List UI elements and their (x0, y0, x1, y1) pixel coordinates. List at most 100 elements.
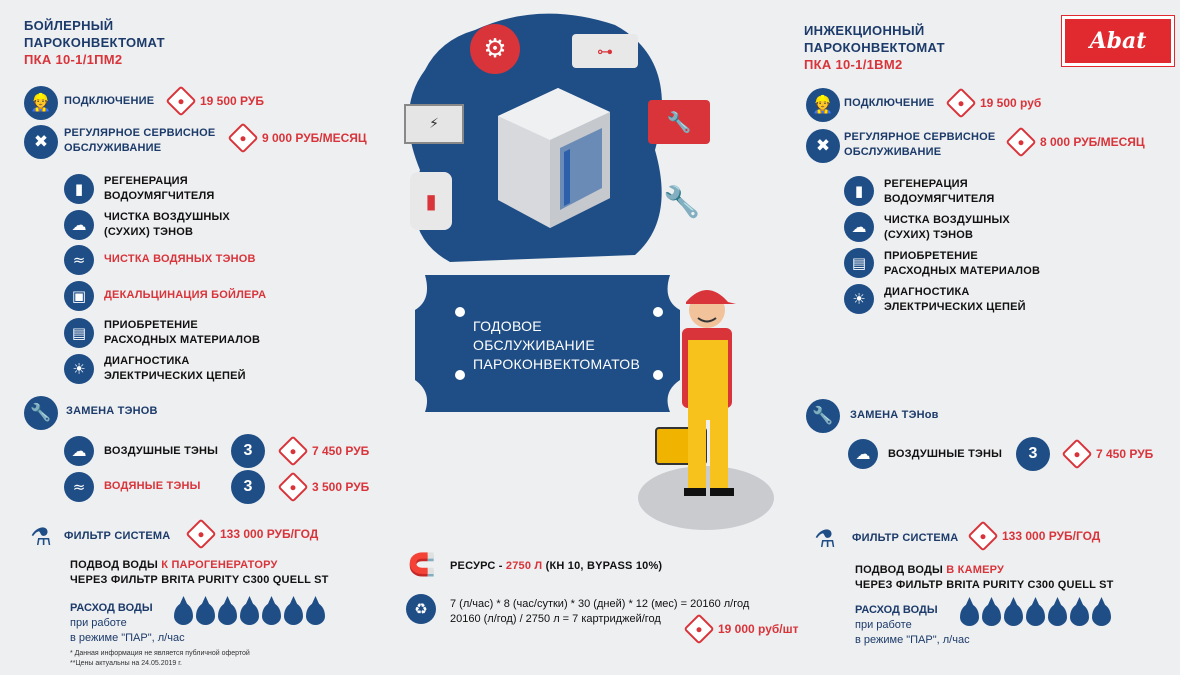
left-water-price: 3 500 РУБ (277, 471, 369, 503)
price-tag-icon (1005, 126, 1037, 158)
water-drop-icon (284, 603, 303, 625)
water-drop-icon (196, 603, 215, 625)
left-title: БОЙЛЕРНЫЙ ПАРОКОНВЕКТОМАТ ПКА 10-1/1ПМ2 (24, 18, 165, 67)
left-replace-label: ЗАМЕНА ТЭНОВ (66, 405, 158, 417)
right-filter-price: 133 000 РУБ/ГОД (967, 520, 1100, 552)
water-drop-icon (982, 604, 1001, 626)
water-drop-icon (174, 603, 193, 625)
left-flow-label: РАСХОД ВОДЫ (70, 602, 153, 614)
price-tag-icon (945, 87, 977, 119)
electric-box-icon: ⚡ (404, 104, 464, 144)
right-supply: ПОДВОД ВОДЫ В КАМЕРУ ЧЕРЕЗ ФИЛЬТР BRITA … (855, 564, 1114, 591)
recycle-drop-icon: ♻ (406, 594, 436, 624)
filter-icon: ⚗ (814, 525, 836, 553)
disclaimer: * Данная информация не является публично… (70, 650, 250, 657)
abat-logo: Abat (1061, 15, 1175, 67)
water-drop-icon (240, 603, 259, 625)
ticket-text: ГОДОВОЕ ОБСЛУЖИВАНИЕ ПАРОКОНВЕКТОМАТОВ (473, 318, 641, 372)
cloud-icon: ☁ (844, 212, 874, 242)
cartridge-price: 19 000 руб/шт (683, 613, 799, 645)
right-connection-label: ПОДКЛЮЧЕНИЕ (844, 97, 935, 109)
right-title: ИНЖЕКЦИОННЫЙ ПАРОКОНВЕКТОМАТ ПКА 10-1/1В… (804, 23, 945, 72)
calc-line-1: 7 (л/час) * 8 (час/сутки) * 30 (дней) * … (450, 598, 750, 610)
supplies-icon: ▤ (844, 248, 874, 278)
water-drop-icon (960, 604, 979, 626)
left-item-2: ЧИСТКА ВОЗДУШНЫХ(СУХИХ) ТЭНОВ (104, 211, 230, 238)
water-element-icon: ≈ (64, 245, 94, 275)
toolbox-icon: 🔧 (648, 100, 710, 144)
left-connection-price: 19 500 РУБ (165, 85, 264, 117)
cleaner-bottle-icon: ▮ (410, 172, 452, 230)
wrench-icon: 🔧 (806, 399, 840, 433)
left-water-drops (174, 603, 325, 625)
left-item-3: ЧИСТКА ВОДЯНЫХ ТЭНОВ (104, 253, 256, 265)
softener-icon: ▮ (844, 176, 874, 206)
right-water-drops (960, 604, 1111, 626)
water-drop-icon (218, 603, 237, 625)
left-water-count: 3 (231, 470, 265, 504)
price-tag-icon (1061, 438, 1093, 470)
left-supply: ПОДВОД ВОДЫ К ПАРОГЕНЕРАТОРУ ЧЕРЕЗ ФИЛЬТ… (70, 559, 329, 586)
left-air-label: ВОЗДУШНЫЕ ТЭНЫ (104, 445, 219, 457)
right-service-price: 8 000 РУБ/МЕСЯЦ (1005, 126, 1145, 158)
price-tag-icon (227, 122, 259, 154)
price-tag-icon (185, 518, 217, 550)
right-connection-price: 19 500 руб (945, 87, 1041, 119)
water-drop-icon (1070, 604, 1089, 626)
boiler-icon: ▣ (64, 281, 94, 311)
worker-icon: 👷 (806, 88, 840, 122)
ticket-shape (415, 275, 680, 412)
left-filter-price: 133 000 РУБ/ГОД (185, 518, 318, 550)
right-flow-label: РАСХОД ВОДЫ (855, 604, 938, 616)
left-service-price: 9 000 РУБ/МЕСЯЦ (227, 122, 367, 154)
repairman-illustration (638, 290, 774, 530)
water-drop-icon (1092, 604, 1111, 626)
left-air-count: 3 (231, 434, 265, 468)
resource-line: РЕСУРС - 2750 Л (КН 10, BYPASS 10%) (450, 560, 663, 572)
gear-icon: ⚙ (470, 24, 520, 74)
left-water-label: ВОДЯНЫЕ ТЭНЫ (104, 480, 201, 492)
lightbulb-icon: ☀ (64, 354, 94, 384)
price-tag-icon (277, 435, 309, 467)
price-date-note: **Цены актуальны на 24.05.2019 г. (70, 660, 182, 667)
left-filter-label: ФИЛЬТР СИСТЕМА (64, 530, 171, 542)
worker-icon: 👷 (24, 86, 58, 120)
price-tag-icon (277, 471, 309, 503)
water-drop-icon (1004, 604, 1023, 626)
right-filter-label: ФИЛЬТР СИСТЕМА (852, 532, 959, 544)
air-element-icon: ☁ (64, 436, 94, 466)
tools-icon: ✖ (806, 129, 840, 163)
price-tag-icon (165, 85, 197, 117)
water-drop-icon (1026, 604, 1045, 626)
tools-icon: ✖ (24, 125, 58, 159)
softener-icon: ▮ (64, 174, 94, 204)
right-replace-label: ЗАМЕНА ТЭНов (850, 409, 939, 421)
water-element-icon: ≈ (64, 472, 94, 502)
hand-wrench-icon: 🔧 (663, 184, 701, 220)
right-item-2: ЧИСТКА ВОЗДУШНЫХ(СУХИХ) ТЭНОВ (884, 214, 1010, 241)
water-drop-icon (262, 603, 281, 625)
supplies-icon: ▤ (64, 318, 94, 348)
right-air-count: 3 (1016, 437, 1050, 471)
valve-icon: ⊶ (572, 34, 638, 68)
water-drop-icon (306, 603, 325, 625)
calc-line-2: 20160 (л/год) / 2750 л = 7 картриджей/го… (450, 613, 661, 625)
combi-oven (498, 88, 610, 228)
price-tag-icon (967, 520, 999, 552)
price-tag-icon (683, 613, 715, 645)
magnet-hand-icon: 🧲 (408, 552, 436, 578)
right-air-label: ВОЗДУШНЫЕ ТЭНЫ (888, 448, 1003, 460)
cloud-icon: ☁ (64, 210, 94, 240)
right-air-price: 7 450 РУБ (1061, 438, 1153, 470)
left-connection-label: ПОДКЛЮЧЕНИЕ (64, 95, 155, 107)
